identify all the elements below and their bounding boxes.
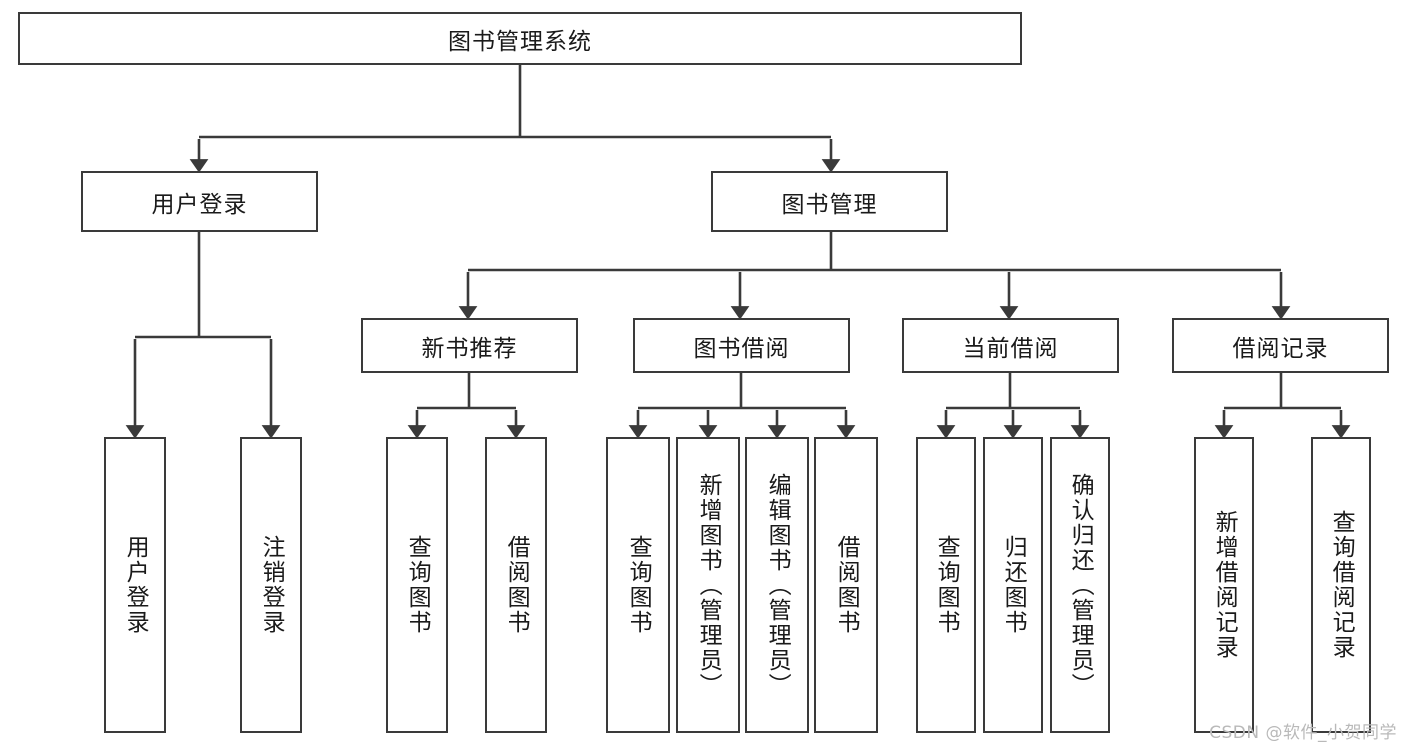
node-leaf-return-book-label: 归还图书 bbox=[1000, 535, 1027, 635]
node-new-book-recommend-label: 新书推荐 bbox=[421, 335, 518, 362]
node-borrow-records[interactable]: 借阅记录 bbox=[1172, 318, 1389, 373]
node-leaf-confirm-return-admin[interactable]: 确认归还（管理员） bbox=[1050, 437, 1110, 733]
node-leaf-query-book-new-label: 查询图书 bbox=[404, 535, 431, 635]
node-leaf-query-book-borrow-label: 查询图书 bbox=[625, 535, 652, 635]
node-current-borrow[interactable]: 当前借阅 bbox=[902, 318, 1119, 373]
node-leaf-edit-book-admin-label: 编辑图书（管理员） bbox=[764, 472, 791, 698]
node-leaf-logout[interactable]: 注销登录 bbox=[240, 437, 302, 733]
node-leaf-query-book-borrow[interactable]: 查询图书 bbox=[606, 437, 670, 733]
node-borrow-records-label: 借阅记录 bbox=[1232, 335, 1329, 362]
node-leaf-logout-label: 注销登录 bbox=[258, 535, 285, 635]
node-root[interactable]: 图书管理系统 bbox=[18, 12, 1022, 65]
node-leaf-add-borrow-record-label: 新增借阅记录 bbox=[1211, 510, 1238, 660]
node-leaf-edit-book-admin[interactable]: 编辑图书（管理员） bbox=[745, 437, 809, 733]
node-leaf-confirm-return-admin-label: 确认归还（管理员） bbox=[1067, 472, 1094, 698]
node-leaf-query-borrow-record-label: 查询借阅记录 bbox=[1328, 510, 1355, 660]
node-leaf-user-login[interactable]: 用户登录 bbox=[104, 437, 166, 733]
node-leaf-add-book-admin-label: 新增图书（管理员） bbox=[695, 472, 722, 698]
node-leaf-borrow-book[interactable]: 借阅图书 bbox=[814, 437, 878, 733]
node-user-login[interactable]: 用户登录 bbox=[81, 171, 318, 232]
node-leaf-add-book-admin[interactable]: 新增图书（管理员） bbox=[676, 437, 740, 733]
watermark: CSDN @软件_小贺同学 bbox=[1209, 723, 1397, 743]
node-leaf-user-login-label: 用户登录 bbox=[122, 535, 149, 635]
node-user-login-label: 用户登录 bbox=[151, 191, 248, 218]
node-root-label: 图书管理系统 bbox=[448, 28, 592, 55]
node-leaf-borrow-book-new[interactable]: 借阅图书 bbox=[485, 437, 547, 733]
node-book-borrow[interactable]: 图书借阅 bbox=[633, 318, 850, 373]
node-leaf-query-book-new[interactable]: 查询图书 bbox=[386, 437, 448, 733]
node-leaf-borrow-book-new-label: 借阅图书 bbox=[503, 535, 530, 635]
node-leaf-return-book[interactable]: 归还图书 bbox=[983, 437, 1043, 733]
node-book-management[interactable]: 图书管理 bbox=[711, 171, 948, 232]
node-new-book-recommend[interactable]: 新书推荐 bbox=[361, 318, 578, 373]
node-book-borrow-label: 图书借阅 bbox=[693, 335, 790, 362]
node-leaf-query-book-current[interactable]: 查询图书 bbox=[916, 437, 976, 733]
node-leaf-query-borrow-record[interactable]: 查询借阅记录 bbox=[1311, 437, 1371, 733]
node-current-borrow-label: 当前借阅 bbox=[962, 335, 1059, 362]
node-book-management-label: 图书管理 bbox=[781, 191, 878, 218]
node-leaf-add-borrow-record[interactable]: 新增借阅记录 bbox=[1194, 437, 1254, 733]
node-leaf-query-book-current-label: 查询图书 bbox=[933, 535, 960, 635]
node-leaf-borrow-book-label: 借阅图书 bbox=[833, 535, 860, 635]
